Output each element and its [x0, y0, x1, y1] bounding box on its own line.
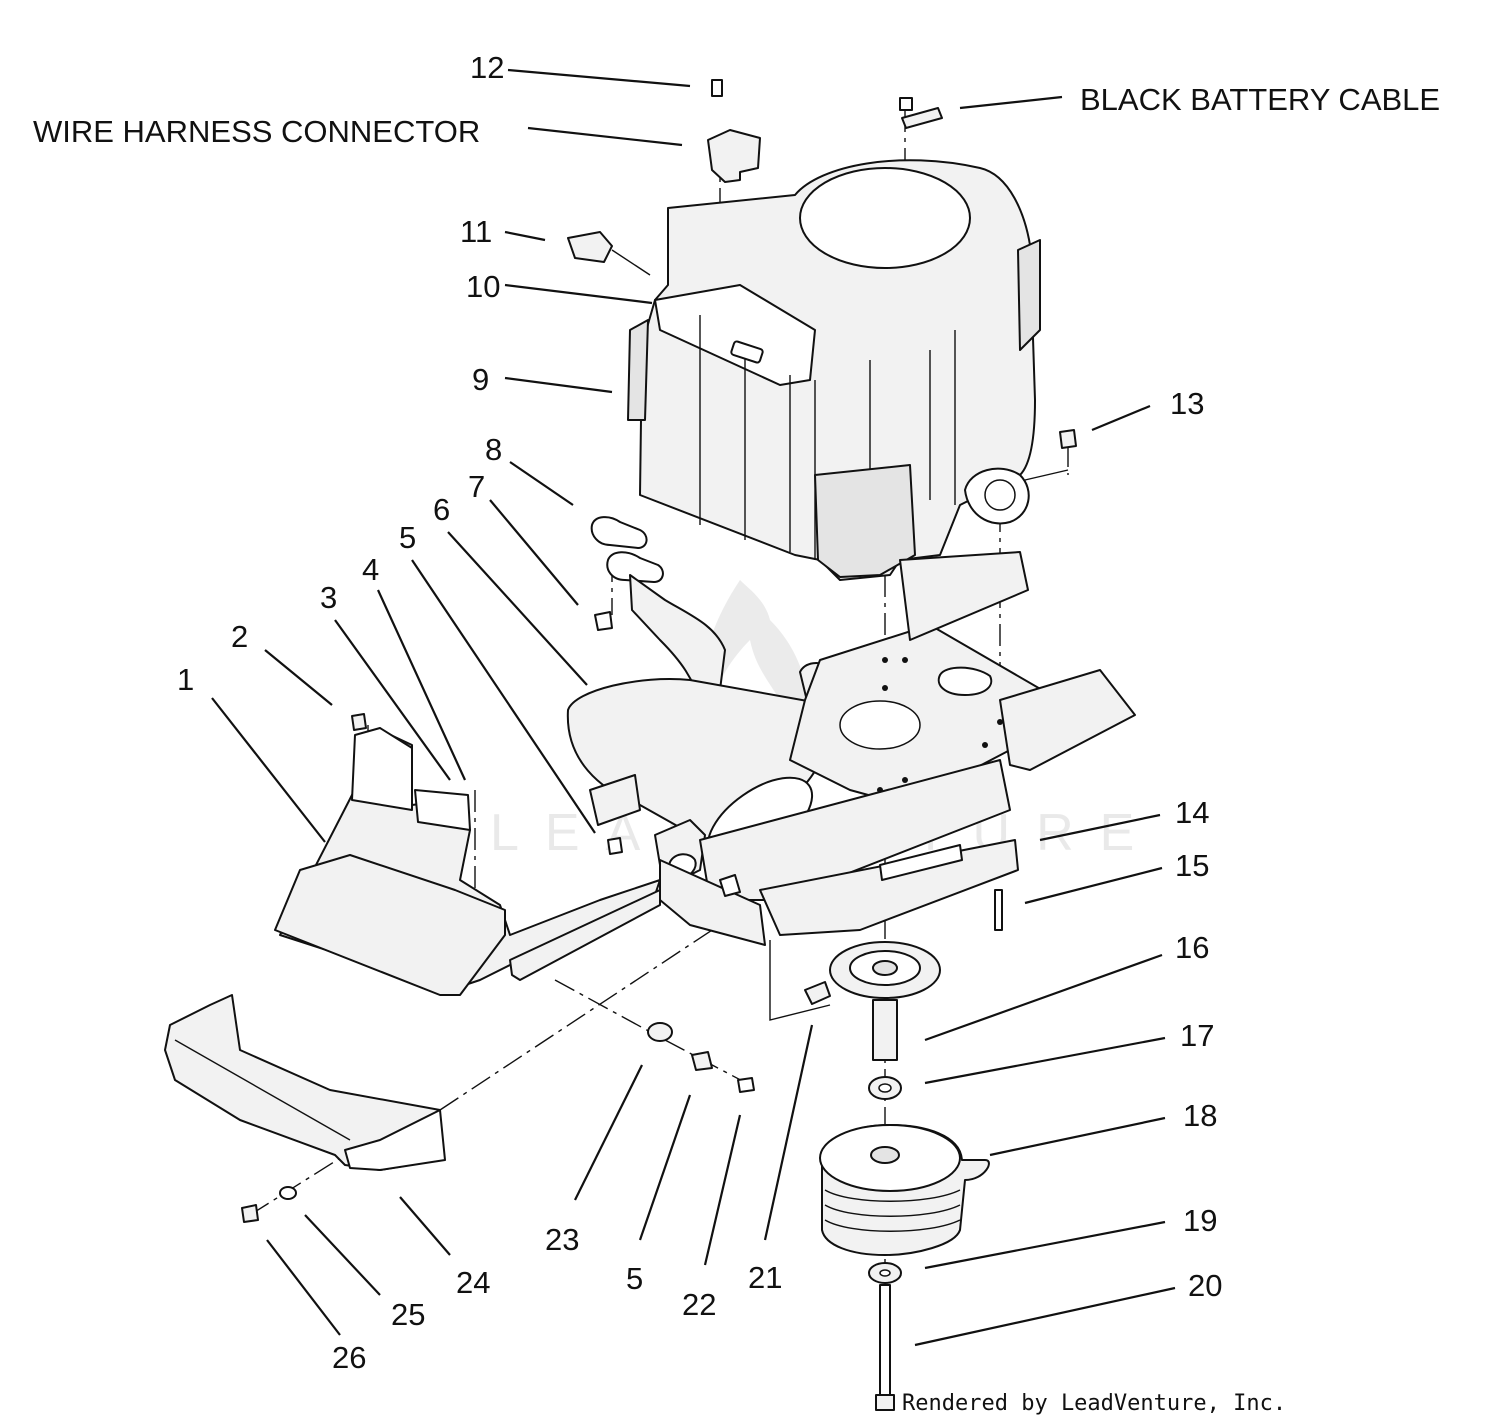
- callout-numbers: 1 2 3 4 5 6 7 8 9 10 11 12 13 14 15 16 1…: [177, 50, 1222, 1375]
- callout-14: 14: [1175, 795, 1209, 830]
- callout-5: 5: [399, 520, 416, 555]
- oil-sensor-part: [567, 231, 651, 276]
- callout-8: 8: [485, 432, 502, 467]
- callout-3: 3: [320, 580, 337, 615]
- callout-10: 10: [466, 269, 500, 304]
- callout-23: 23: [545, 1222, 579, 1257]
- callout-20: 20: [1188, 1268, 1222, 1303]
- callout-12: 12: [470, 50, 504, 85]
- callout-6: 6: [433, 492, 450, 527]
- callout-25: 25: [391, 1297, 425, 1332]
- callout-7: 7: [468, 469, 485, 504]
- bumper-part: [164, 994, 446, 1171]
- callout-15: 15: [1175, 848, 1209, 883]
- black-battery-cable-label: BLACK BATTERY CABLE: [1080, 82, 1440, 117]
- callout-17: 17: [1180, 1018, 1214, 1053]
- callout-24: 24: [456, 1265, 490, 1300]
- leader-lines: [211, 68, 1176, 1347]
- callout-5-lower: 5: [626, 1261, 643, 1296]
- watermark-flame-icon: [702, 580, 808, 760]
- shield-nut-part: [351, 713, 367, 731]
- callout-9: 9: [472, 362, 489, 397]
- callout-4: 4: [362, 552, 379, 587]
- rendered-by-credit: Rendered by LeadVenture, Inc.: [902, 1391, 1286, 1416]
- frame-bolt-part: [994, 889, 1003, 931]
- shield-assembly: [274, 727, 661, 996]
- callout-22: 22: [682, 1287, 716, 1322]
- clutch-part: [819, 1124, 990, 1256]
- engine-mount-frame: [589, 551, 1136, 1021]
- battery-cable-terminal: [899, 97, 943, 129]
- callout-16: 16: [1175, 930, 1209, 965]
- callout-19: 19: [1183, 1203, 1217, 1238]
- engine: [627, 159, 1069, 581]
- wire-harness-connector-label: WIRE HARNESS CONNECTOR: [33, 114, 480, 149]
- wire-harness-connector-part: [707, 79, 761, 183]
- text-labels: WIRE HARNESS CONNECTOR BLACK BATTERY CAB…: [33, 82, 1440, 149]
- callout-2: 2: [231, 619, 248, 654]
- callout-26: 26: [332, 1340, 366, 1375]
- clutch-bolt-part: [868, 1262, 902, 1411]
- pulley-part: [829, 941, 941, 1100]
- callout-11: 11: [460, 214, 492, 249]
- callout-1: 1: [177, 662, 194, 697]
- callout-21: 21: [748, 1260, 782, 1295]
- mount-hardware: [647, 1022, 755, 1093]
- callout-18: 18: [1183, 1098, 1217, 1133]
- pulley-bolt-part: [804, 981, 831, 1005]
- callout-13: 13: [1170, 386, 1204, 421]
- bumper-hardware: [241, 1186, 297, 1223]
- engine-nut-part: [1059, 429, 1077, 449]
